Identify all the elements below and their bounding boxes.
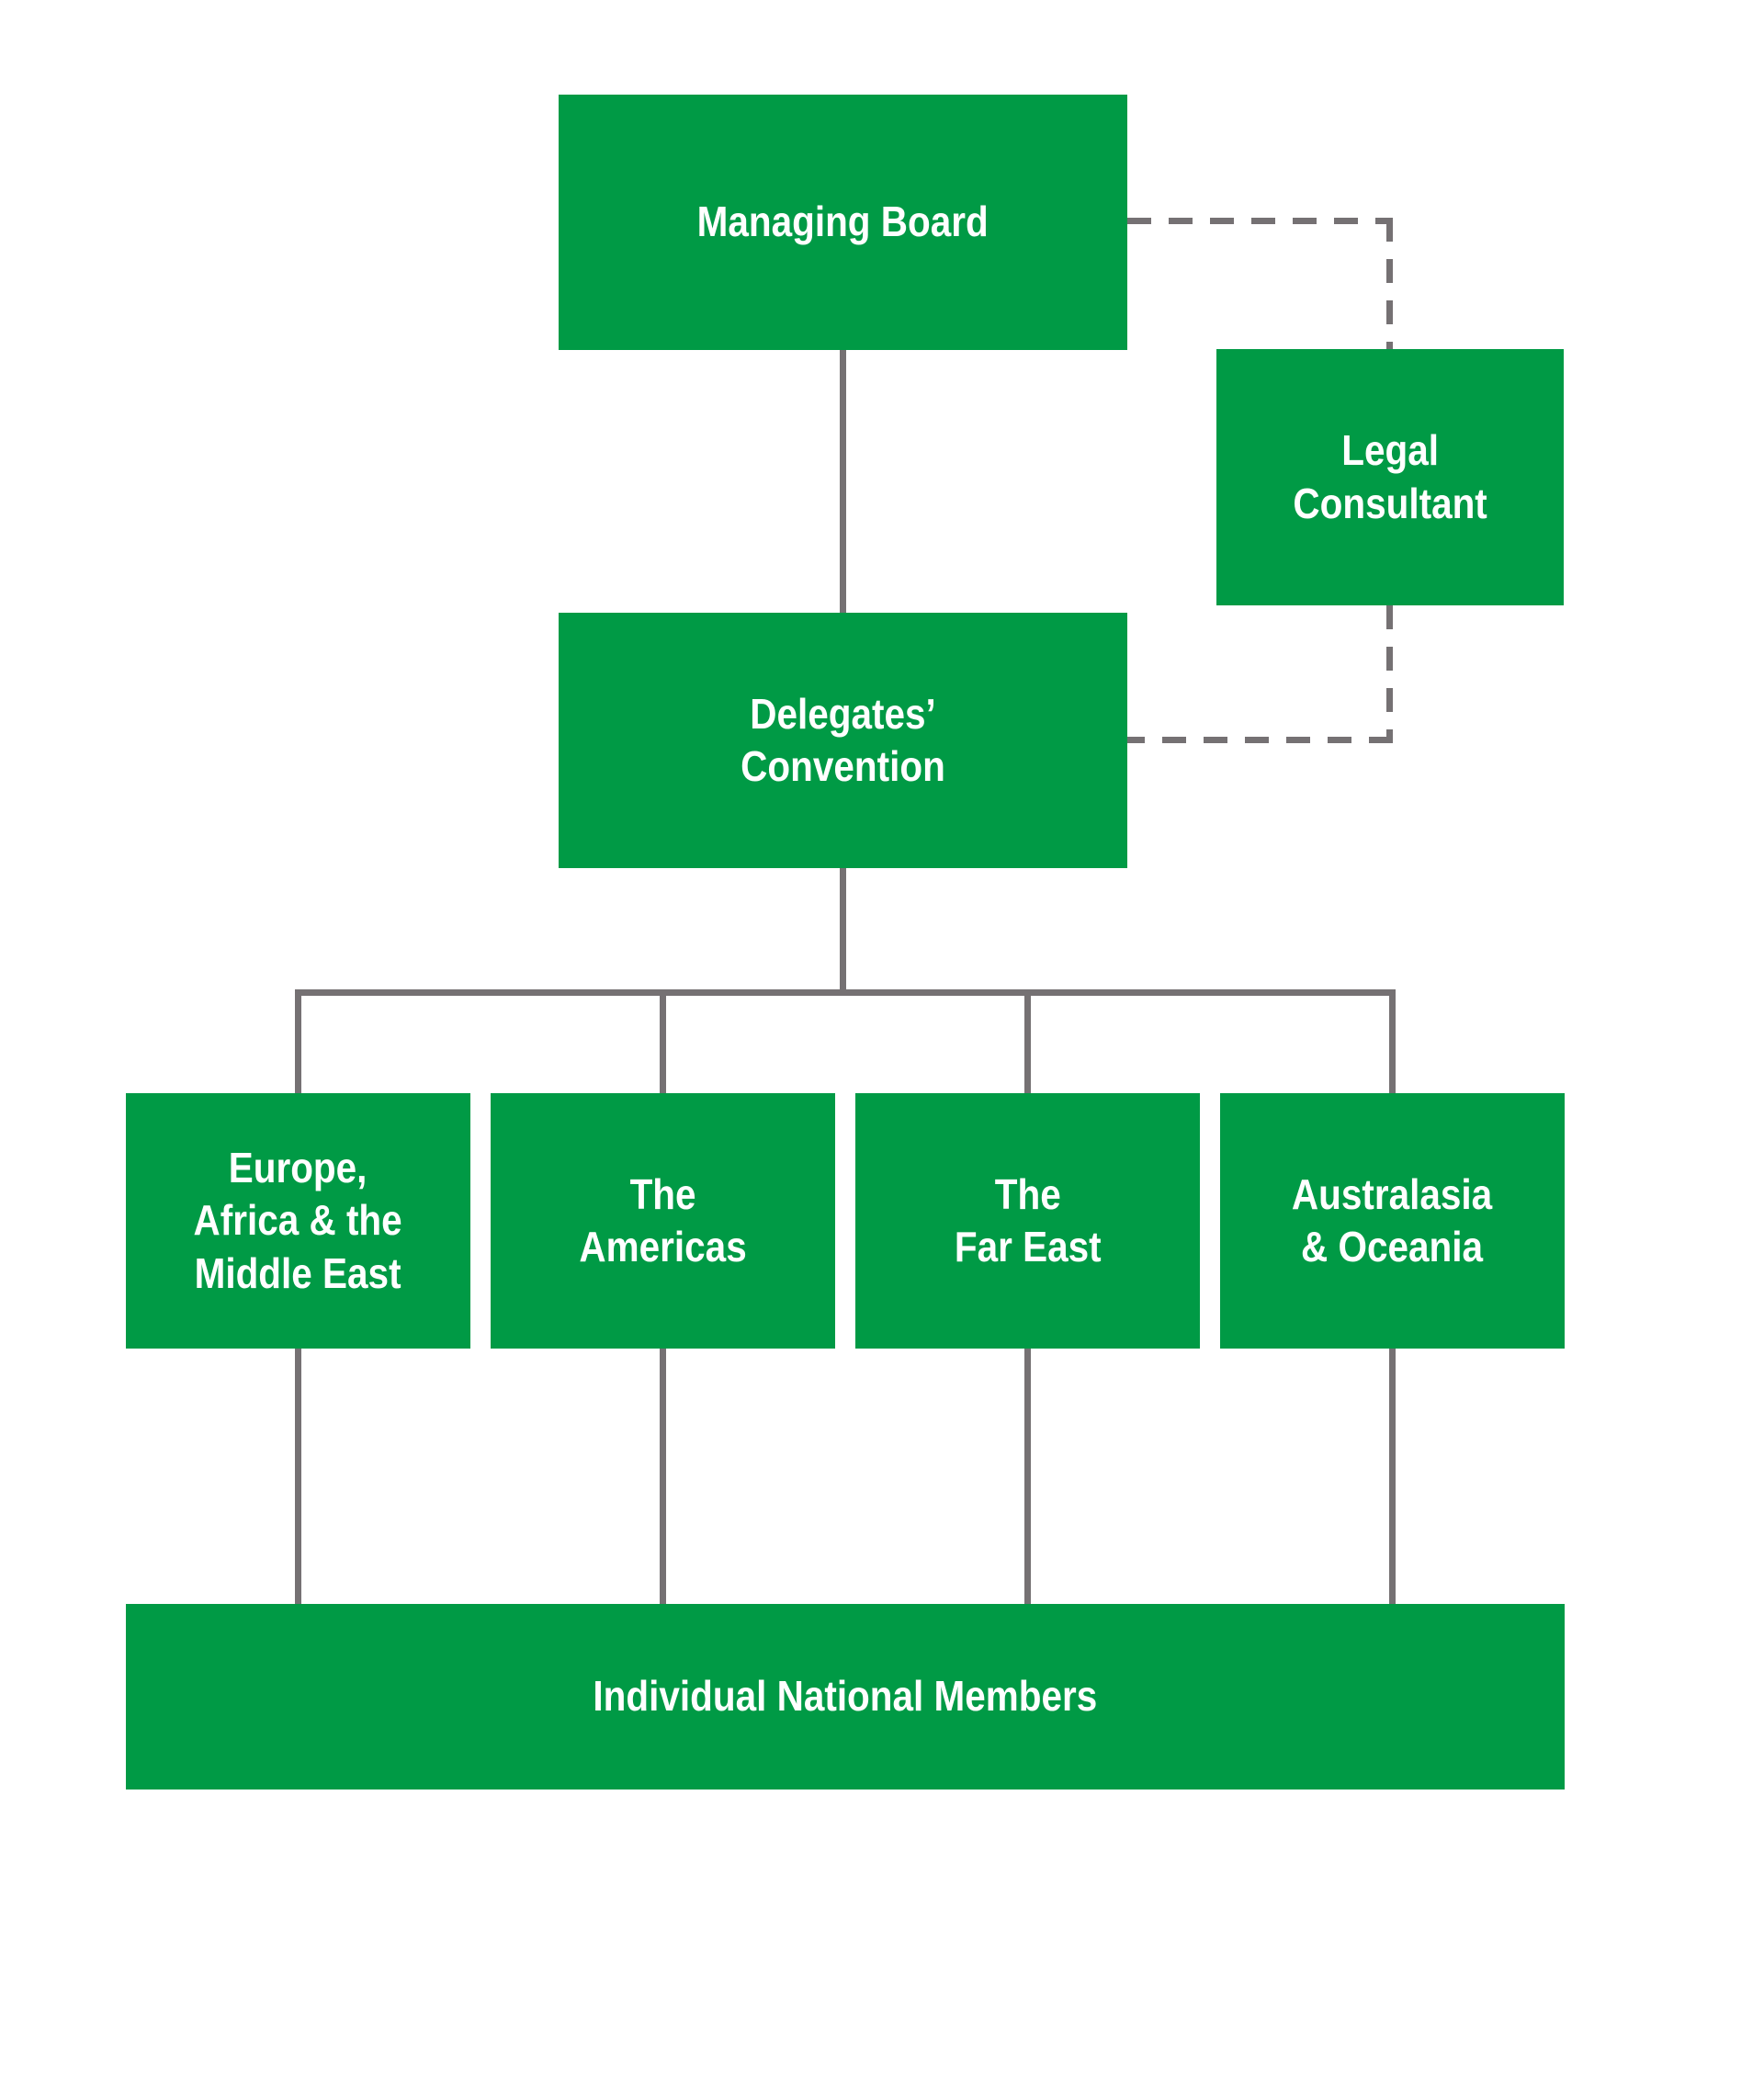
node-the-far-east: The Far East bbox=[855, 1093, 1200, 1349]
node-delegates-convention: Delegates’ Convention bbox=[559, 613, 1127, 868]
connector-managing-board-to-delegates bbox=[840, 350, 846, 613]
node-australasia-oceania-label: Australasia & Oceania bbox=[1292, 1169, 1493, 1270]
connector-bus-to-far-east bbox=[1024, 989, 1031, 1093]
node-individual-national-members-label: Individual National Members bbox=[593, 1672, 1098, 1721]
connector-delegates-to-bus bbox=[840, 868, 846, 996]
node-the-americas: The Americas bbox=[491, 1093, 835, 1349]
connector-americas-to-members bbox=[660, 1349, 666, 1604]
connector-australasia-to-members bbox=[1389, 1349, 1396, 1604]
node-legal-consultant: Legal Consultant bbox=[1216, 349, 1564, 605]
node-managing-board: Managing Board bbox=[559, 95, 1127, 350]
dashed-connector-legal-to-delegates-horizontal bbox=[1127, 737, 1393, 743]
node-managing-board-label: Managing Board bbox=[696, 198, 989, 246]
node-legal-consultant-label: Legal Consultant bbox=[1293, 426, 1487, 527]
dashed-connector-managing-board-to-legal-horizontal bbox=[1127, 218, 1393, 224]
node-individual-national-members: Individual National Members bbox=[126, 1604, 1565, 1790]
node-delegates-convention-label: Delegates’ Convention bbox=[741, 689, 945, 790]
connector-far-east-to-members bbox=[1024, 1349, 1031, 1604]
connector-bus-to-europe bbox=[295, 989, 301, 1093]
node-europe-africa-middle-east-label: Europe, Africa & the Middle East bbox=[193, 1144, 403, 1297]
node-australasia-oceania: Australasia & Oceania bbox=[1220, 1093, 1565, 1349]
dashed-connector-legal-to-delegates-vertical bbox=[1386, 605, 1393, 743]
dashed-connector-managing-board-to-legal-vertical bbox=[1386, 218, 1393, 349]
connector-bus-horizontal bbox=[295, 989, 1396, 996]
node-the-americas-label: The Americas bbox=[579, 1169, 747, 1270]
connector-europe-to-members bbox=[295, 1349, 301, 1604]
connector-bus-to-americas bbox=[660, 989, 666, 1093]
node-the-far-east-label: The Far East bbox=[954, 1169, 1102, 1270]
node-europe-africa-middle-east: Europe, Africa & the Middle East bbox=[126, 1093, 470, 1349]
connector-bus-to-australasia bbox=[1389, 989, 1396, 1093]
